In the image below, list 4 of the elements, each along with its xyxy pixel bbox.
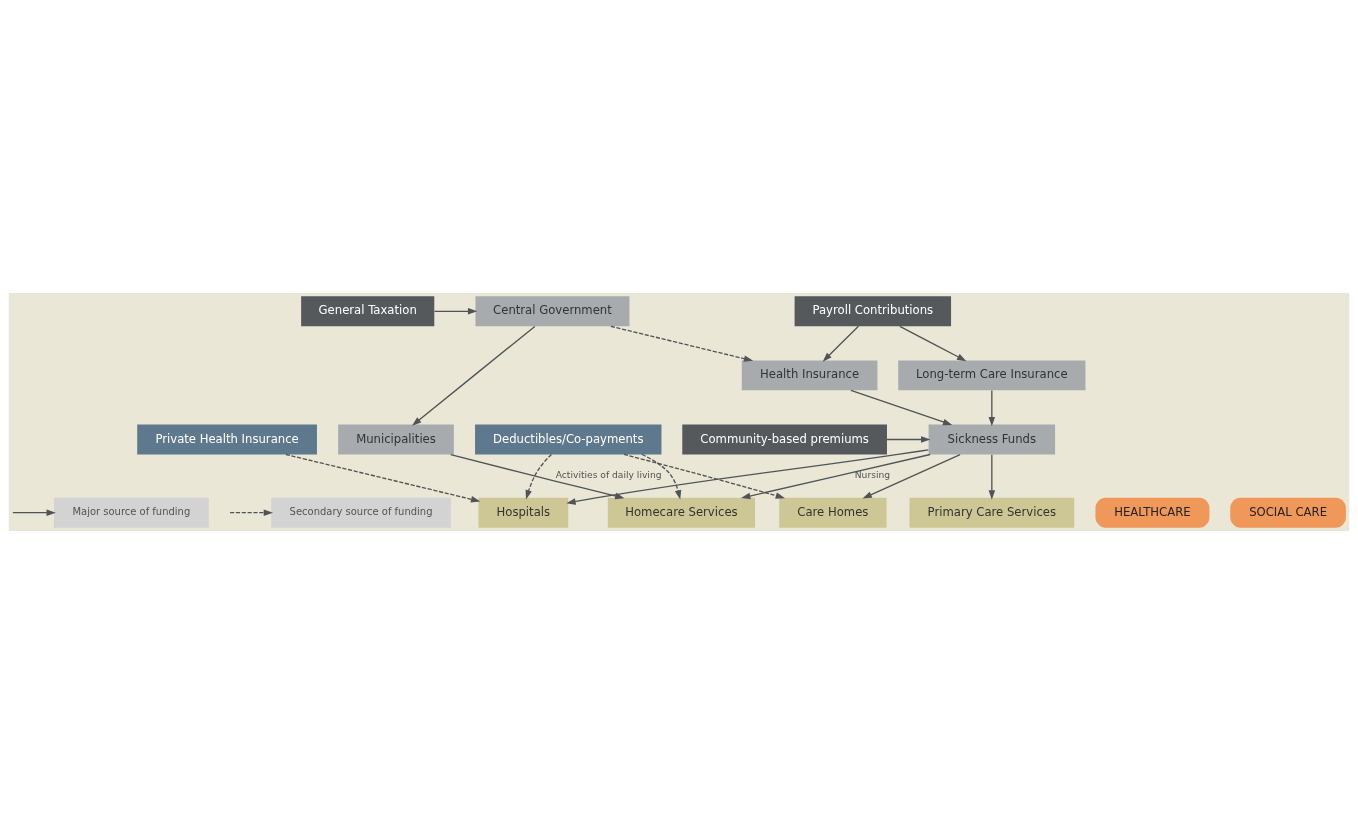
edge-label: Activities of daily living <box>555 469 662 480</box>
legend-label: Secondary source of funding <box>289 505 433 517</box>
edge-label: Nursing <box>854 469 891 480</box>
legend-label: Major source of funding <box>72 505 191 517</box>
